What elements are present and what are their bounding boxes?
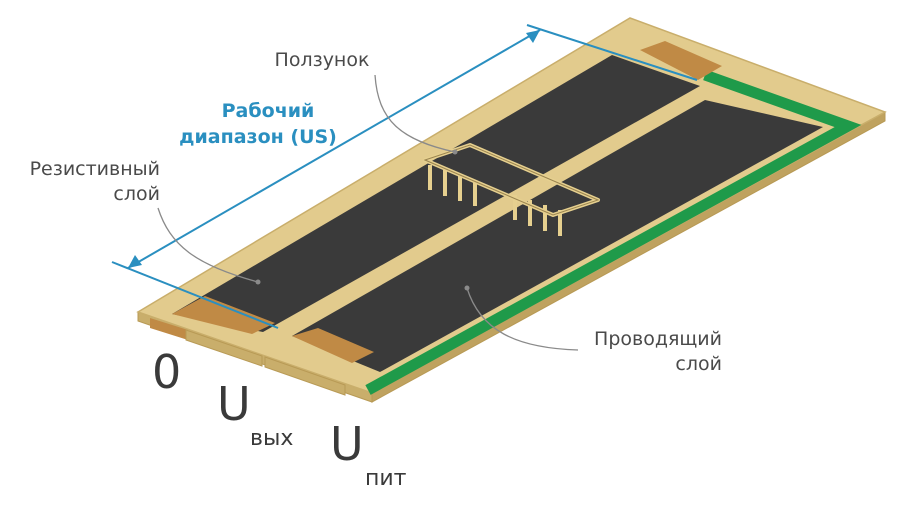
slider-leader-dot xyxy=(452,149,458,155)
pin-zero-label: 0 xyxy=(152,345,181,399)
conductive-label-line2: слой xyxy=(675,353,722,375)
terminal-out xyxy=(185,329,263,367)
slider-leader-line xyxy=(374,74,456,153)
board-top xyxy=(136,17,887,394)
conductive-layer xyxy=(292,100,823,372)
bottom-middle-pad xyxy=(292,328,374,363)
range-arrowhead-top xyxy=(526,30,540,43)
working-range-label-line2: диапазон (US) xyxy=(179,126,337,148)
top-right-pad xyxy=(640,41,722,80)
resistive-leader-dot xyxy=(255,279,261,285)
range-tick-bottom xyxy=(111,261,279,329)
conductive-label-line1: Проводящий xyxy=(594,328,722,350)
working-range-arrow xyxy=(111,24,698,329)
green-trace xyxy=(365,69,862,395)
range-arrowhead-bottom xyxy=(128,255,142,268)
resistive-label-line1: Резистивный xyxy=(30,158,160,180)
pin-out-subscript: вых xyxy=(250,426,293,451)
resistive-leader-line xyxy=(157,207,259,283)
resistive-label-line2: слой xyxy=(113,183,160,205)
range-tick-top xyxy=(526,24,698,81)
pin-out-label: U xyxy=(217,377,251,431)
resistive-layer xyxy=(172,55,700,332)
working-range-label-line1: Рабочий xyxy=(222,100,315,122)
pin-supply-subscript: пит xyxy=(365,466,407,491)
slider-label: Ползунок xyxy=(275,49,370,71)
conductive-leader-line xyxy=(466,287,579,351)
pin-supply-label: U xyxy=(330,417,364,471)
terminal-supply xyxy=(264,356,346,396)
terminal-0 xyxy=(150,318,188,340)
conductive-leader-dot xyxy=(464,285,470,291)
range-arrow-line xyxy=(127,29,541,269)
bottom-left-pad xyxy=(172,296,275,334)
